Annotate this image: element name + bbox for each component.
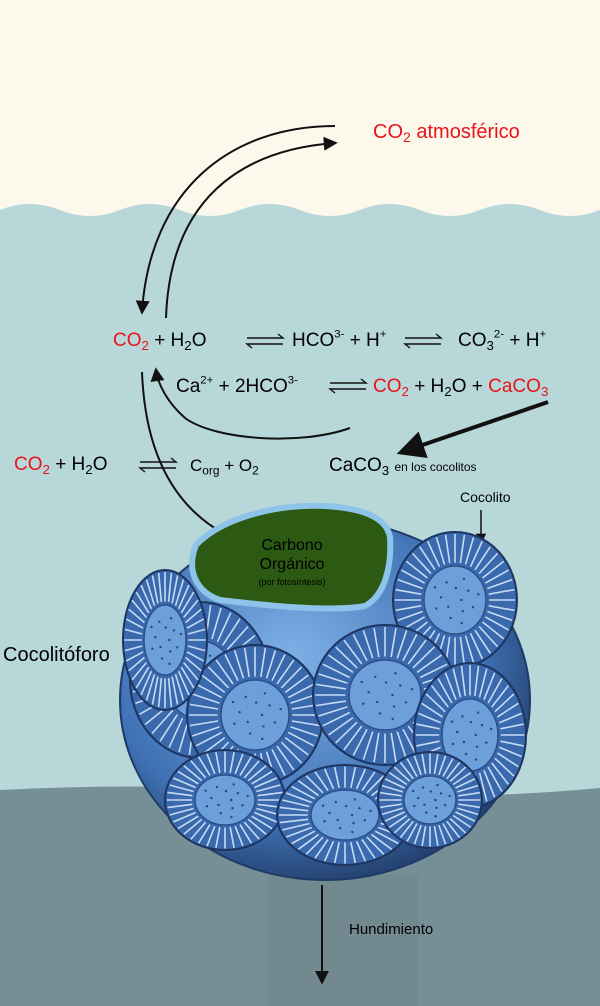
outgassing-arrow bbox=[165, 136, 338, 319]
coccolith-plate bbox=[164, 749, 286, 851]
equation-3-left: CO2 + H2O bbox=[14, 454, 108, 477]
equation-2-right: CO2 + H2O + CaCO3 bbox=[373, 376, 549, 399]
equilibrium-arrows bbox=[138, 333, 443, 473]
organic-carbon-label: Carbono Orgánico (por fotosíntesis) bbox=[258, 537, 326, 588]
caco3-to-co2-arrow bbox=[150, 367, 351, 440]
organic-carbon-core bbox=[189, 502, 394, 612]
cocolito-label: Cocolito bbox=[460, 489, 511, 505]
water-column-shadow bbox=[268, 875, 418, 1006]
cocolitoforo-label: Cocolitóforo bbox=[3, 644, 110, 666]
coccolithophore-cell bbox=[119, 502, 531, 881]
coccolith-plate bbox=[392, 531, 518, 669]
calcification-arrow bbox=[396, 400, 549, 458]
equation-1: CO2 + H2O bbox=[113, 330, 207, 353]
dissolution-arrow bbox=[135, 125, 336, 315]
equation-2-left: Ca2+ + 2HCO3- bbox=[176, 374, 298, 397]
equation-1-carbonate: CO32- + H+ bbox=[458, 328, 547, 353]
atmospheric-co2-label: CO2 atmosférico bbox=[373, 121, 520, 146]
equation-3-right: Corg + O2 bbox=[190, 456, 259, 478]
sky-band bbox=[0, 0, 600, 230]
coccolith-plate bbox=[377, 751, 483, 849]
caco3-coccoliths-label: CaCO3 en los cocolitos bbox=[329, 455, 477, 478]
coccolith-plate bbox=[122, 569, 208, 711]
hundimiento-label: Hundimiento bbox=[349, 921, 434, 938]
equation-1-bicarbonate: HCO3- + H+ bbox=[292, 328, 387, 351]
